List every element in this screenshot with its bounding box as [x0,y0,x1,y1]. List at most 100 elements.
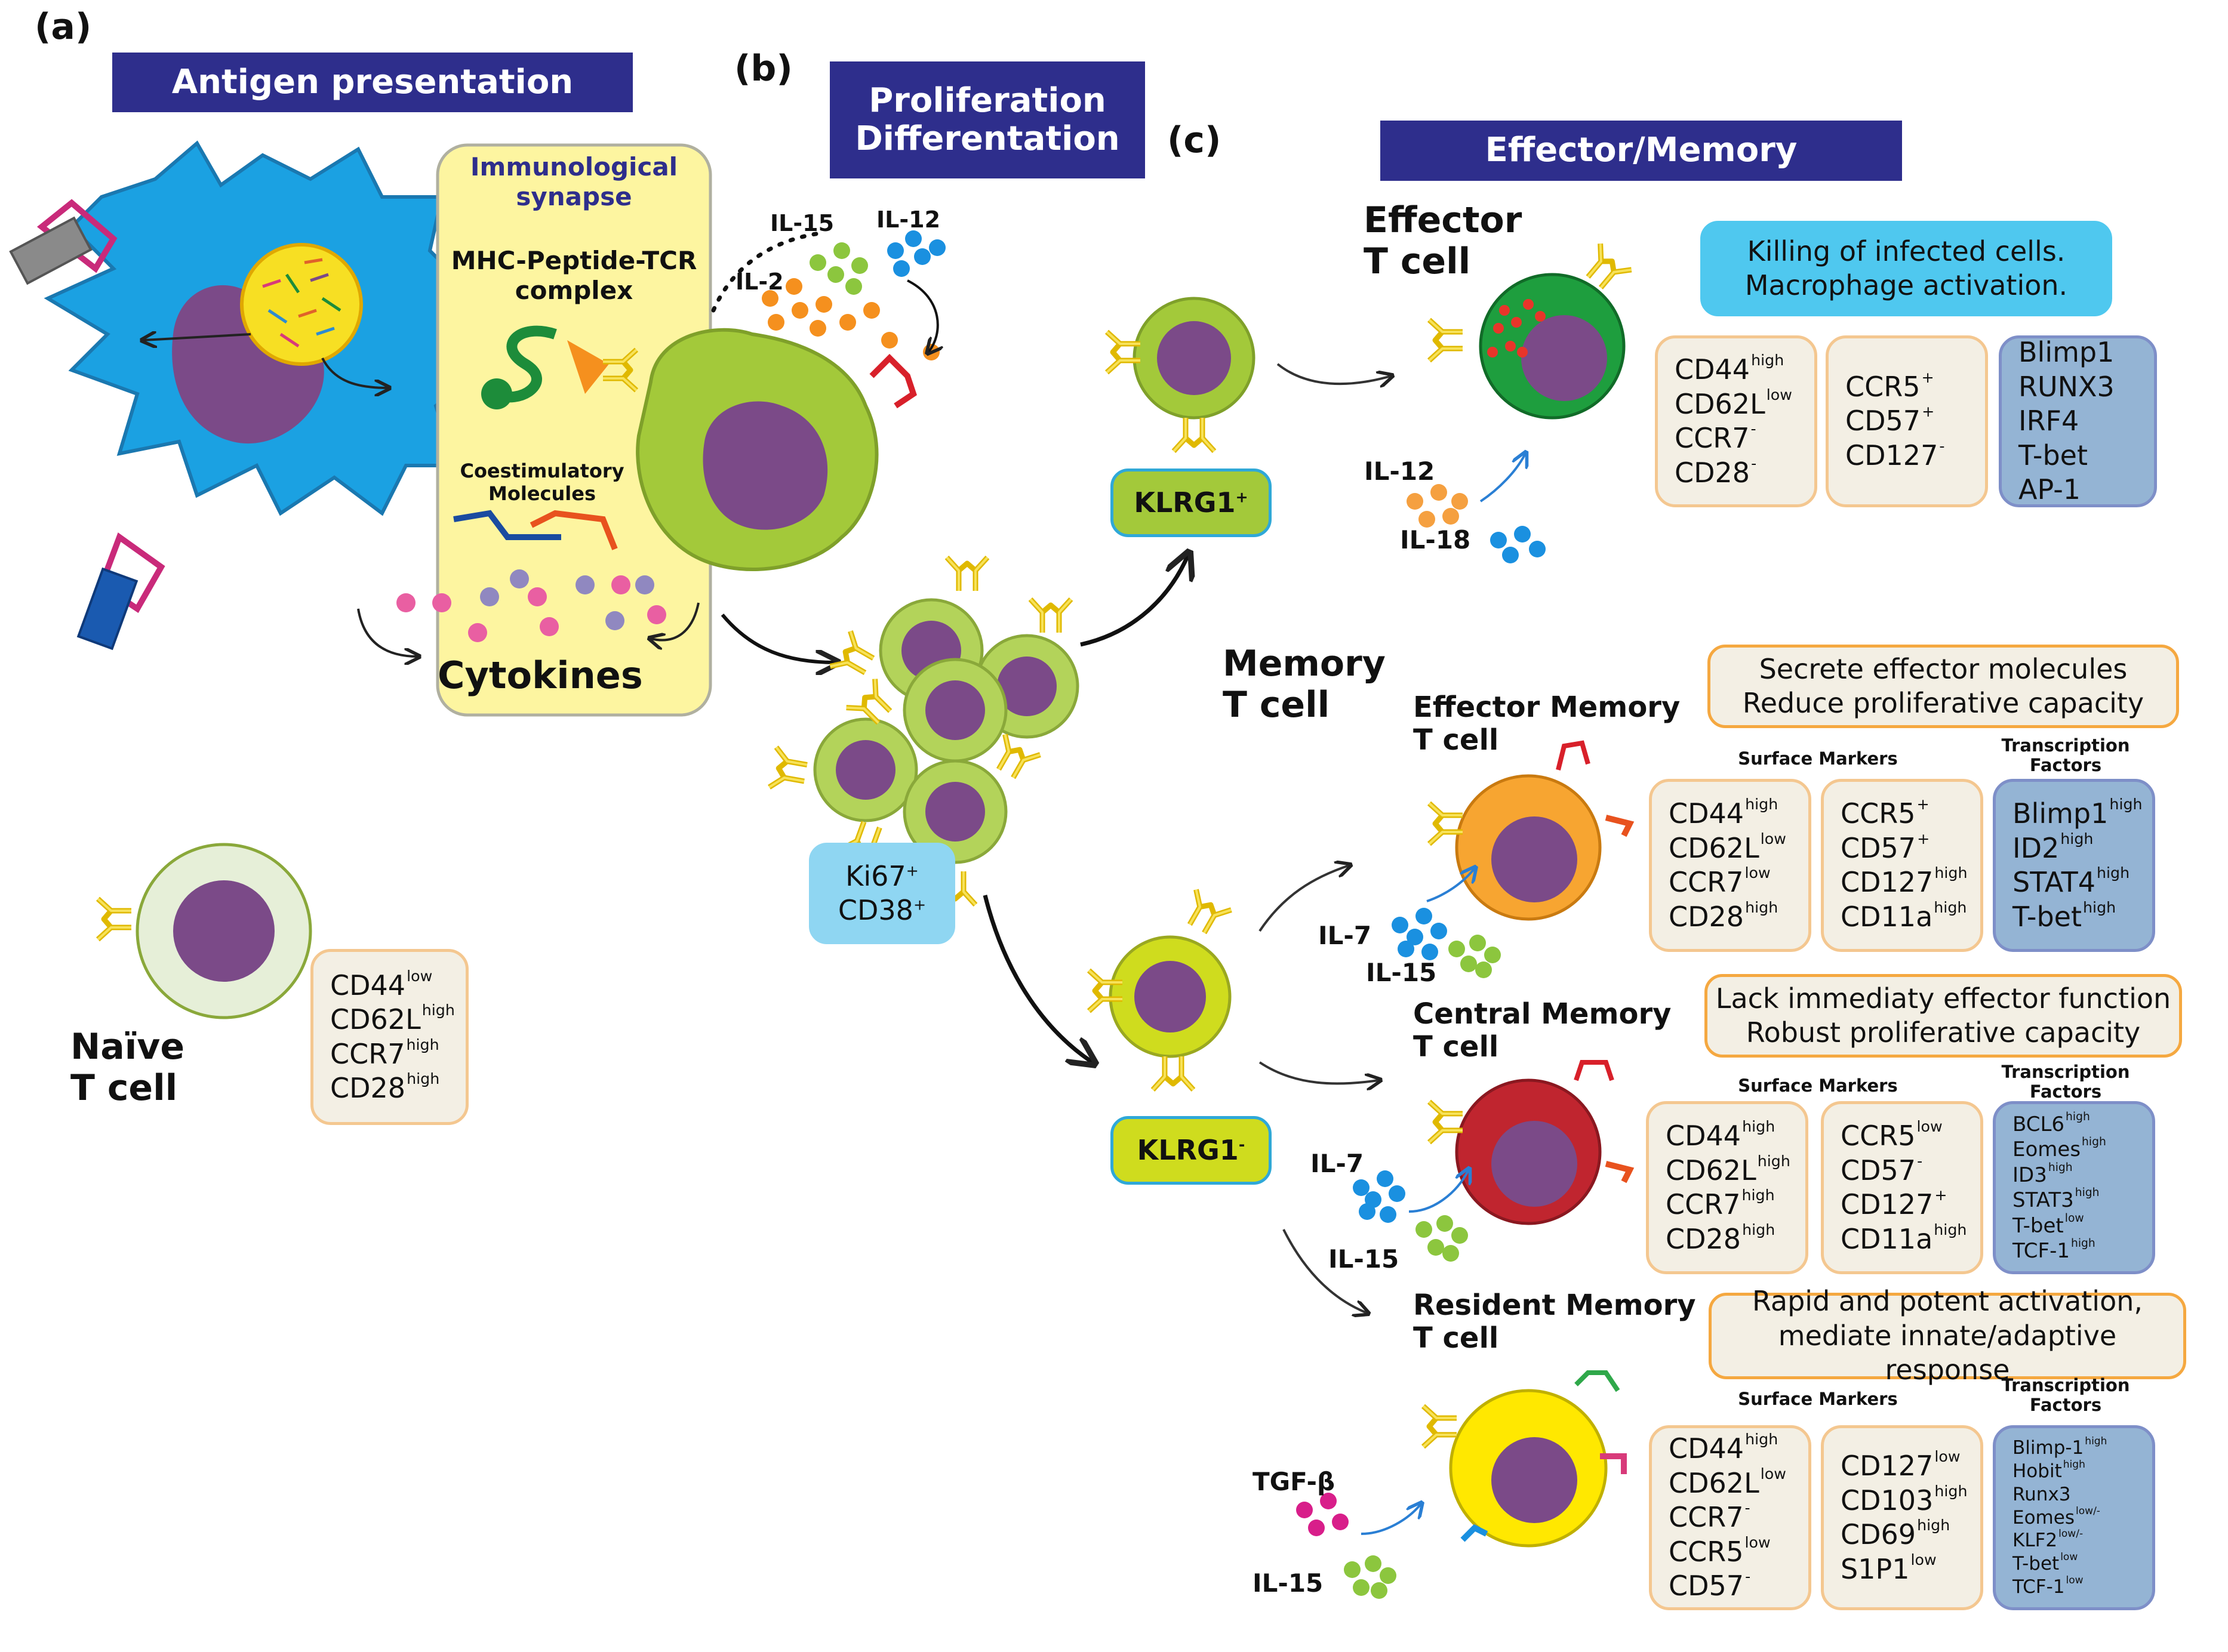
banner-effector-memory: Effector/Memory [1380,121,1902,181]
il12-label-effector: IL-12 [1364,457,1435,486]
marker-item: CD57+ [1841,830,1930,864]
il2-label-b: IL-2 [736,269,784,295]
effector-function: Killing of infected cells.Macrophage act… [1700,221,2112,316]
il15-label-b: IL-15 [770,210,835,236]
marker-item: CCR5+ [1841,796,1930,830]
dendritic-cell [9,140,481,651]
cm-il15-dots [1415,1215,1468,1262]
rm-il15-dots [1344,1555,1396,1599]
tgf-label: TGF-β [1253,1467,1335,1496]
naive-tcell [136,843,312,1019]
endosome-icon [240,243,363,366]
cm-surface-header: Surface Markers [1738,1075,1898,1096]
cm-il15-label: IL-15 [1328,1244,1399,1274]
marker-item: CD57- [1841,1152,1923,1186]
marker-item: Blimp1 [2018,336,2115,369]
marker-item: Runx3 [2012,1483,2071,1505]
marker-item: AP-1 [2018,473,2081,506]
klrg1-pos-tag: KLRG1+ [1110,469,1272,537]
panel-label-c: (c) [1167,119,1221,161]
marker-item: T-bet [2018,439,2088,471]
marker-item: CD127+ [1841,1186,1947,1220]
panel-label-a: (a) [35,6,92,48]
marker-item: IRF4 [2018,405,2079,437]
rm-function: Rapid and potent activation,mediate inna… [1709,1285,2186,1386]
il18-dots [1490,526,1546,563]
banner-antigen: Antigen presentation [112,53,633,112]
klrg1-pos-cell [1133,297,1255,420]
marker-item: CD127- [1845,437,1945,471]
rm-surface-header: Surface Markers [1738,1389,1898,1409]
cm-il7-label: IL-7 [1310,1149,1364,1178]
klrg1-neg-cell [1109,935,1232,1058]
marker-item: CD57+ [1845,403,1935,437]
il12-dots [1407,484,1468,528]
marker-item: CCR7- [1675,420,1756,454]
panel-label-b: (b) [734,48,793,90]
effector-tcell [1479,273,1626,420]
tgf-dots [1296,1493,1349,1536]
em-il15-dots [1448,935,1501,978]
marker-item: CD57- [1669,1568,1751,1602]
effector-markers-2: CCR5+CD57+CD127- [1826,335,1988,507]
klrg1-neg-tag: KLRG1- [1110,1116,1272,1185]
marker-item: RUNX3 [2018,370,2115,403]
em-il7-label: IL-7 [1318,921,1372,950]
em-surface-header: Surface Markers [1738,748,1898,769]
il18-label-effector: IL-18 [1400,525,1471,554]
cm-tcell [1455,1078,1602,1225]
